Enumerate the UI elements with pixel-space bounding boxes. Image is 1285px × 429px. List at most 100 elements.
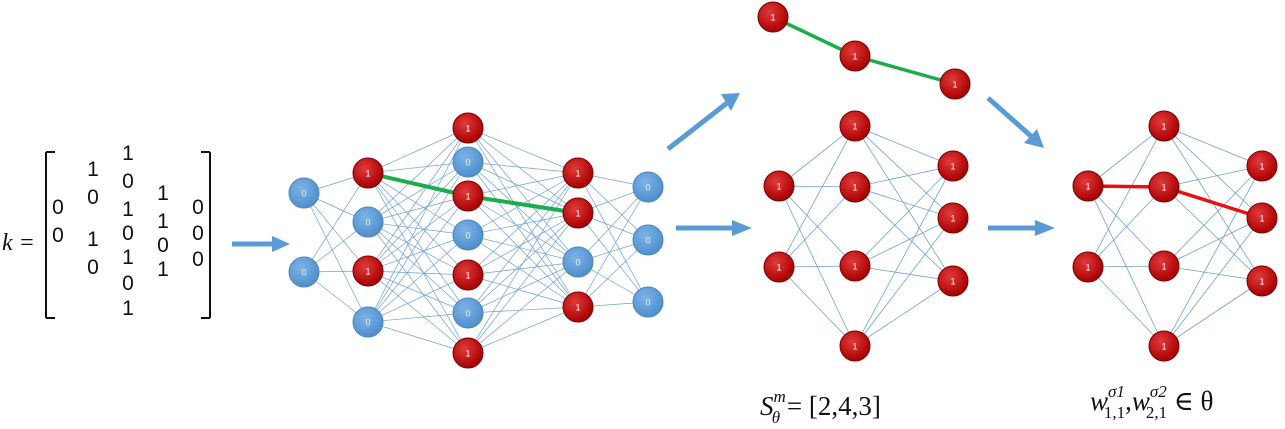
subnet-neuron: 1 (937, 150, 969, 182)
inactive-neuron-circle (452, 219, 484, 251)
active-neuron-circle (1148, 250, 1180, 282)
neuron-label: 1 (365, 169, 370, 179)
connection-edge (467, 172, 579, 197)
neuron-label: 1 (770, 13, 775, 23)
weights-caption-sep: , (1125, 386, 1132, 416)
connection-edge (367, 127, 469, 323)
subnet-neuron: 1 (839, 250, 871, 282)
matrix-entry: 1 (122, 198, 134, 221)
active-neuron-circle (839, 40, 871, 72)
connection-edge (367, 127, 469, 272)
subnet-edges (778, 125, 954, 347)
connection-edge (303, 192, 369, 323)
connection-edge (467, 212, 579, 354)
matrix-entry: 0 (52, 224, 64, 247)
connection-edge (1163, 125, 1263, 167)
supernet-neuron: 0 (452, 146, 484, 178)
supernet-neuron: 1 (452, 259, 484, 291)
neuron-label: 1 (465, 271, 470, 281)
supernet-neuron: 0 (452, 297, 484, 329)
active-neuron-circle (452, 337, 484, 369)
connection-edge (854, 165, 954, 347)
inactive-neuron-circle (288, 177, 320, 209)
connection-edge (1163, 165, 1263, 347)
neuron-label: 1 (1259, 214, 1264, 224)
subnet-caption-sup: m (774, 387, 786, 406)
connection-edge (367, 270, 469, 276)
arrow-supernet-to-subnet (676, 220, 752, 236)
connection-edge (367, 172, 469, 276)
connection-edge (577, 186, 649, 263)
neuron-label: 1 (852, 262, 857, 272)
connection-edge (467, 306, 579, 354)
arrow-matrix-to-supernet (232, 236, 290, 252)
connection-edge (467, 212, 579, 276)
inactive-neuron-circle (352, 306, 384, 338)
connection-edge (367, 270, 469, 354)
supernet-neuron: 1 (352, 157, 384, 189)
connection-edge (467, 127, 579, 174)
connection-edge (1163, 265, 1263, 282)
connection-edge (467, 274, 579, 308)
path-neuron: 1 (839, 40, 871, 72)
weights-caption-w2: w (1132, 386, 1150, 416)
connection-edge (854, 165, 954, 188)
supernet-neuron: 1 (562, 197, 594, 229)
connection-edge (467, 172, 579, 314)
final-net-neuron: 1 (1072, 251, 1104, 283)
subnet-neuron: 1 (937, 202, 969, 234)
connection-edge (778, 185, 856, 267)
matrix-entry: 1 (157, 210, 169, 233)
neuron-label: 1 (1259, 162, 1264, 172)
matrix-entry: 0 (122, 272, 134, 295)
connection-edge (577, 172, 649, 303)
weights-caption-w2-sup: σ2 (1150, 382, 1167, 401)
connection-edge (1163, 125, 1263, 219)
matrix-entry: 0 (192, 248, 204, 271)
inactive-neuron-circle (452, 146, 484, 178)
inactive-neuron-circle (632, 286, 664, 318)
connection-edge (467, 234, 579, 308)
active-neuron-circle (763, 251, 795, 283)
connection-edge (854, 217, 954, 347)
connection-edge (303, 192, 369, 272)
neuron-label: 0 (645, 183, 650, 193)
final-net-neuron: 1 (1072, 170, 1104, 202)
neuron-label: 0 (645, 236, 650, 246)
active-neuron-circle (839, 250, 871, 282)
connection-edge (467, 261, 579, 314)
active-neuron-circle (937, 265, 969, 297)
path-neuron: 1 (939, 68, 971, 100)
connection-edge (367, 270, 469, 314)
connection-edge (1163, 165, 1263, 267)
supernet-neuron: 0 (288, 177, 320, 209)
neuron-label: 1 (575, 169, 580, 179)
connection-edge (854, 186, 954, 282)
matrix-left-bracket (45, 151, 55, 319)
final-net-neuron: 1 (1246, 150, 1278, 182)
inactive-neuron-circle (288, 256, 320, 288)
active-neuron-circle (352, 157, 384, 189)
neuron-label: 1 (950, 214, 955, 224)
supernet-neuron: 1 (562, 291, 594, 323)
active-neuron-circle (452, 112, 484, 144)
neuron-label: 1 (465, 192, 470, 202)
connection-edge (367, 161, 469, 223)
active-neuron-circle (1246, 202, 1278, 234)
neuron-label: 1 (465, 349, 470, 359)
supernet-neuron: 1 (562, 157, 594, 189)
matrix-entry: 0 (87, 186, 99, 209)
active-neuron-circle (1148, 110, 1180, 142)
neuron-label: 1 (950, 277, 955, 287)
neuron-label: 0 (645, 298, 650, 308)
connection-edge (467, 261, 579, 354)
connection-edge (854, 125, 954, 167)
connection-edge (467, 172, 579, 354)
subnet-neuron: 1 (763, 170, 795, 202)
connection-edge (367, 312, 469, 323)
matrix-entry: 1 (122, 142, 134, 165)
inactive-neuron-circle (452, 297, 484, 329)
